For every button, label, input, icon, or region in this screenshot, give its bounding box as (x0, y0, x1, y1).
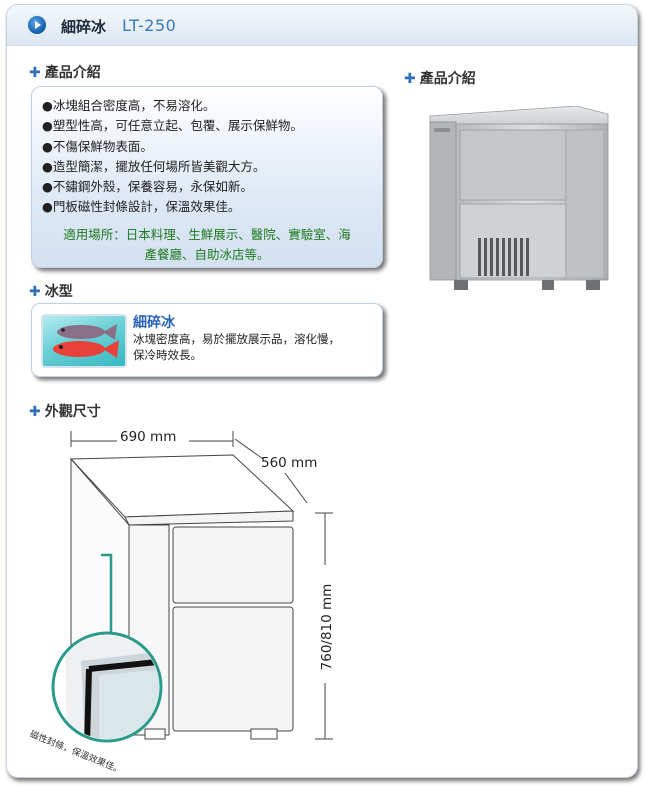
plus-icon: ✚ (404, 71, 416, 87)
product-photo (429, 106, 609, 290)
height-dimension: 760/810 mm (319, 583, 335, 671)
feature-list: 冰塊組合密度高，不易溶化。 塑型性高，可任意立起、包覆、展示保鮮物。 不傷保鮮物… (42, 96, 303, 218)
ice-type-card: 細碎冰 冰塊密度高，易於擺放展示品，溶化慢， 保冷時效長。 (31, 303, 383, 377)
feature-item: 門板磁性封條設計，保溫效果佳。 (42, 197, 303, 217)
section-heading-intro: ✚產品介紹 (29, 65, 101, 81)
feature-item: 不鏽鋼外殼，保養容易，永保如新。 (42, 177, 303, 197)
feature-item: 塑型性高，可任意立起、包覆、展示保鮮物。 (42, 116, 303, 136)
plus-icon: ✚ (29, 65, 41, 81)
play-icon[interactable] (28, 16, 46, 34)
plus-icon: ✚ (29, 284, 41, 300)
ice-type-name: 細碎冰 (133, 315, 175, 331)
feature-item: 造型簡潔，擺放任何場所皆美觀大方。 (42, 157, 303, 177)
plus-icon: ✚ (29, 404, 41, 420)
feature-item: 冰塊組合密度高，不易溶化。 (42, 96, 303, 116)
product-title: 細碎冰 (61, 18, 107, 36)
content-panel: 細碎冰 LT-250 ✚產品介紹 冰塊組合密度高，不易溶化。 塑型性高，可任意立… (6, 4, 638, 778)
feature-item: 不傷保鮮物表面。 (42, 137, 303, 157)
width-dimension: 690 mm (120, 429, 177, 445)
feature-panel: 冰塊組合密度高，不易溶化。 塑型性高，可任意立起、包覆、展示保鮮物。 不傷保鮮物… (31, 86, 383, 268)
title-bar: 細碎冰 LT-250 (7, 5, 637, 46)
dimension-drawing (51, 431, 333, 743)
section-heading-ice: ✚冰型 (29, 284, 73, 300)
depth-dimension: 560 mm (261, 455, 318, 471)
ice-type-description: 冰塊密度高，易於擺放展示品，溶化慢， 保冷時效長。 (133, 332, 340, 362)
fish-on-ice-image (41, 314, 127, 368)
applications-text: 適用場所：日本料理、生鮮展示、醫院、實驗室、海 產餐廳、自助冰店等。 (63, 227, 351, 262)
section-heading-photo: ✚產品介紹 (404, 71, 476, 87)
section-heading-dimensions: ✚外觀尺寸 (29, 404, 101, 420)
product-model: LT-250 (122, 16, 177, 35)
